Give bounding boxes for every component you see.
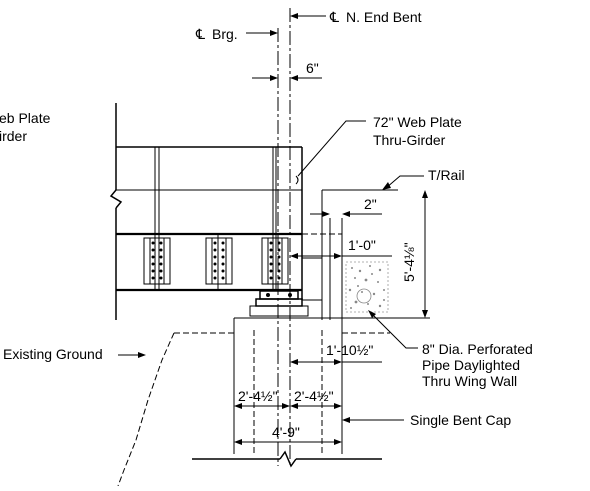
bent-cap — [233, 317, 343, 454]
t-rail-label: T/Rail — [428, 167, 465, 183]
cl-end-bent-label: N. End Bent — [346, 9, 422, 25]
existing-ground-label: Existing Ground — [3, 346, 103, 362]
bottom-break-line — [192, 450, 382, 468]
dimension-1ft-10in: 1'-10½" — [290, 342, 382, 365]
pipe-label-2: Pipe Daylighted — [422, 357, 520, 373]
splice-plate-2 — [205, 237, 233, 285]
pipe-label-1: 8" Dia. Perforated — [422, 341, 533, 357]
cl-brg-label: Brg. — [212, 26, 238, 42]
plate-girder — [109, 103, 342, 320]
dim-1ft10-text: 1'-10½" — [326, 342, 373, 358]
splice-plate-1 — [143, 237, 171, 285]
backwall — [302, 189, 430, 320]
dimension-5ft-4in: 5'-4⅛" — [401, 190, 428, 318]
cl-end-bent-symbol: ℄ — [329, 9, 339, 25]
dimension-1ft-0in: 1'-0" — [290, 237, 392, 259]
dimension-4ft-9in: 4'-9" — [234, 424, 342, 445]
perforated-pipe — [345, 261, 389, 313]
dim-6in-text: 6" — [306, 60, 319, 76]
dim-2ft4-left-text: 2'-4½" — [238, 388, 278, 404]
web-plate-right-label-2: Thru-Girder — [373, 132, 446, 148]
single-bent-cap-label: Single Bent Cap — [410, 412, 511, 428]
web-plate-left-label-2: irder — [0, 128, 27, 144]
dimension-2ft-4in: 2'-4½" 2'-4½" — [234, 388, 342, 409]
splice-plate-3 — [261, 237, 289, 285]
dim-2ft4-right-text: 2'-4½" — [294, 388, 334, 404]
web-plate-right-label-1: 72" Web Plate — [373, 114, 462, 130]
dim-2in-text: 2" — [364, 196, 377, 212]
dimension-2in: 2" — [310, 196, 382, 217]
dimension-6in: 6" — [252, 60, 322, 81]
pipe-label-3: Thru Wing Wall — [422, 373, 517, 389]
dim-1ft-text: 1'-0" — [348, 237, 376, 253]
cl-brg-symbol: ℄ — [195, 26, 205, 42]
dim-5ft-text: 5'-4⅛" — [401, 242, 417, 282]
existing-ground-line — [117, 332, 390, 487]
dim-4ft9-text: 4'-9" — [272, 424, 300, 440]
web-plate-left-label-1: eb Plate — [0, 110, 51, 126]
bearing-assembly — [249, 290, 309, 317]
